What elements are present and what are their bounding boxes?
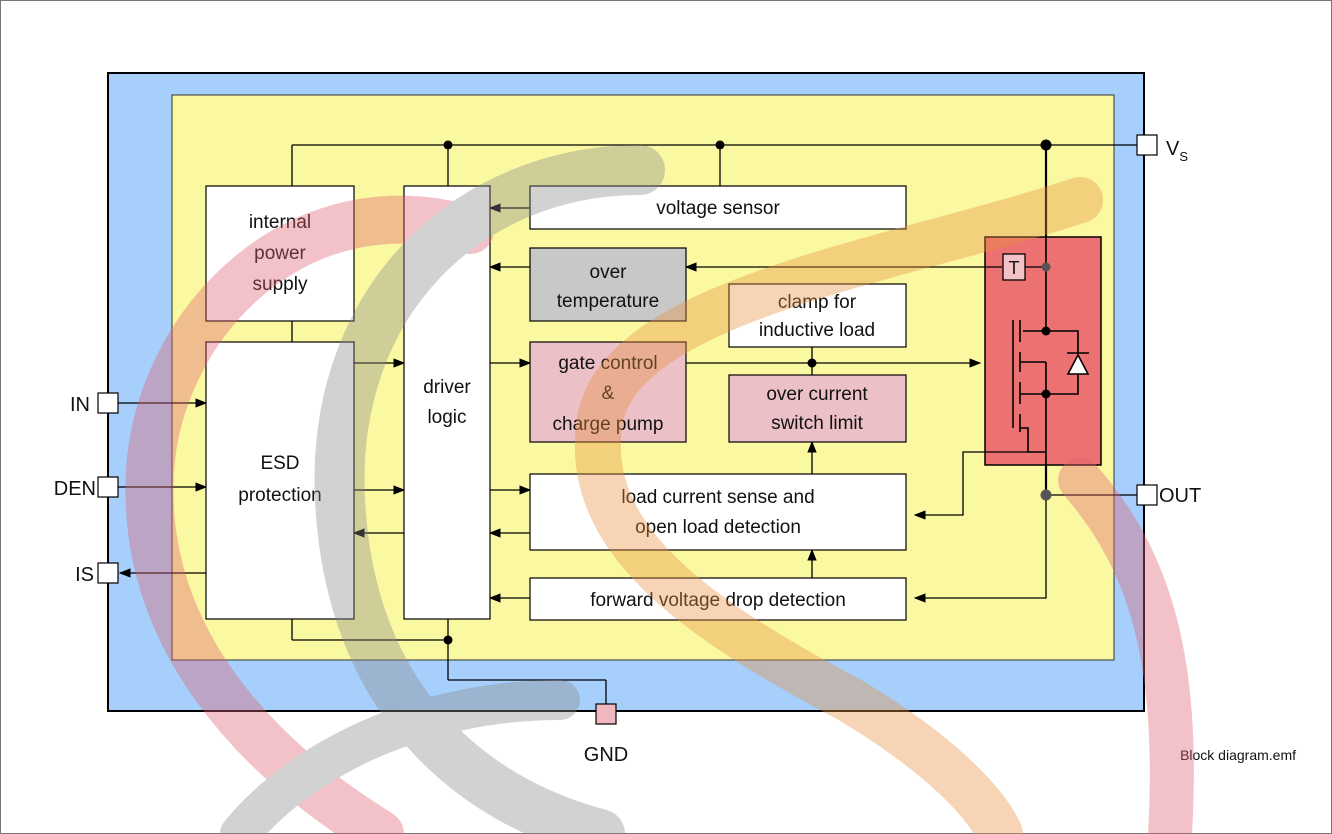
clamp-line-1: clamp for xyxy=(778,292,857,313)
pin-label-gnd: GND xyxy=(584,744,628,766)
load-current-sense-line-1: load current sense and xyxy=(621,487,814,508)
pin-label-is: IS xyxy=(75,564,94,586)
diagram-caption: Block diagram.emf xyxy=(1180,747,1296,763)
block-gate-control: gate control & charge pump xyxy=(529,341,687,443)
block-voltage-sensor: voltage sensor xyxy=(529,185,907,230)
block-over-temperature: over temperature xyxy=(529,247,687,322)
over-current-line-1: over current xyxy=(766,384,868,405)
driver-logic-line-1: driver xyxy=(423,377,471,398)
junction-dots xyxy=(443,139,1052,645)
temp-sensor-label: T xyxy=(1009,258,1020,278)
gate-control-line-1: gate control xyxy=(558,353,657,374)
driver-logic-line-2: logic xyxy=(427,407,466,428)
block-internal-power-supply: internal power supply xyxy=(205,185,355,322)
block-over-current: over current switch limit xyxy=(728,374,907,443)
block-clamp: clamp for inductive load xyxy=(728,283,907,348)
pin-label-vs: VS xyxy=(1166,138,1188,164)
over-temperature-line-1: over xyxy=(590,262,628,283)
pin-pad-den xyxy=(97,476,119,498)
over-temperature-line-2: temperature xyxy=(557,291,659,312)
pin-pad-is xyxy=(97,562,119,584)
pin-label-out: OUT xyxy=(1159,485,1201,507)
internal-power-supply-line-3: supply xyxy=(253,274,308,295)
gate-control-line-2: & xyxy=(602,383,615,404)
block-esd-protection: ESD protection xyxy=(205,341,355,620)
pin-label-den: DEN xyxy=(54,478,96,500)
block-load-current-sense: load current sense and open load detecti… xyxy=(529,473,907,551)
esd-protection-line-1: ESD xyxy=(260,453,299,474)
block-driver-logic: driver logic xyxy=(403,185,491,620)
pin-pad-gnd xyxy=(595,703,617,725)
internal-power-supply-line-1: internal xyxy=(249,212,311,233)
pin-pad-out xyxy=(1136,484,1158,506)
load-current-sense-line-2: open load detection xyxy=(635,517,801,538)
watermark-logo xyxy=(125,145,1194,834)
voltage-sensor-label: voltage sensor xyxy=(656,198,780,219)
wiring xyxy=(118,144,1137,704)
esd-protection-line-2: protection xyxy=(238,485,321,506)
gate-control-line-3: charge pump xyxy=(553,414,664,435)
pin-pads xyxy=(97,134,1158,725)
internal-power-supply-line-2: power xyxy=(254,243,306,264)
clamp-line-2: inductive load xyxy=(759,320,875,341)
forward-voltage-label: forward voltage drop detection xyxy=(590,590,846,611)
pin-label-in: IN xyxy=(70,394,90,416)
pin-pad-vs xyxy=(1136,134,1158,156)
over-current-line-2: switch limit xyxy=(771,413,864,434)
pin-pad-in xyxy=(97,392,119,414)
block-forward-voltage: forward voltage drop detection xyxy=(529,577,907,621)
